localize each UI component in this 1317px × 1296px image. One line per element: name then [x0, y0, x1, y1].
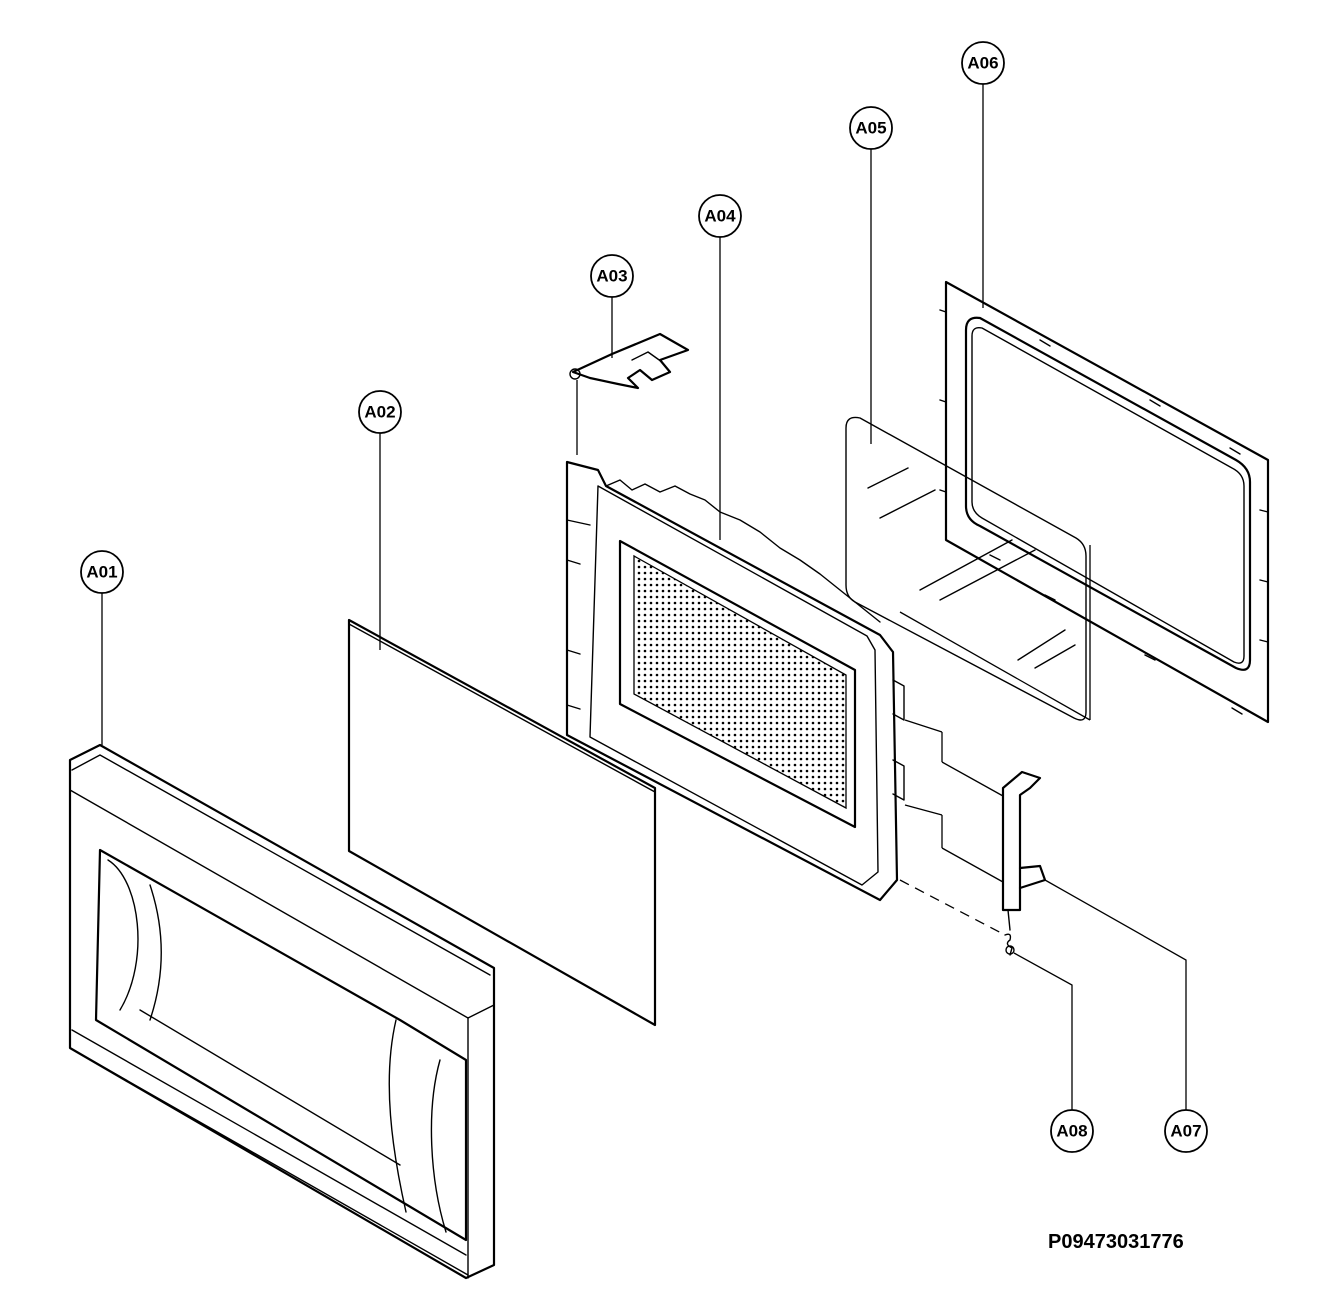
leader-lines [101, 84, 1187, 1110]
callout-a06: A06 [961, 41, 1005, 85]
part-a02-glass-panel [347, 618, 657, 1027]
callout-a08-label: A08 [1056, 1122, 1087, 1141]
callout-a03-label: A03 [596, 267, 627, 286]
callout-a06-label: A06 [967, 54, 998, 73]
callout-a04: A04 [698, 194, 742, 238]
callout-a01: A01 [80, 550, 124, 594]
callout-a03: A03 [590, 254, 634, 298]
drawing-code: P09473031776 [1048, 1231, 1184, 1253]
part-a03-hinge-bracket [569, 332, 690, 455]
callout-a01-label: A01 [86, 563, 117, 582]
part-a06-choke-frame [939, 280, 1270, 724]
part-a05-glass-panel [845, 416, 1087, 721]
callout-a07-label: A07 [1170, 1122, 1201, 1141]
part-a04-inner-door [565, 460, 1006, 936]
callout-a05: A05 [849, 106, 893, 150]
callout-a02: A02 [358, 390, 402, 434]
callout-a08: A08 [1050, 1109, 1094, 1153]
callout-a04-label: A04 [704, 207, 736, 226]
part-a08-spring [1004, 909, 1015, 956]
callout-a02-label: A02 [364, 403, 395, 422]
callout-a07: A07 [1164, 1109, 1208, 1153]
callout-a05-label: A05 [855, 119, 886, 138]
part-a07-latch-hook [904, 719, 1047, 912]
part-a01-door-frame [68, 743, 496, 1280]
